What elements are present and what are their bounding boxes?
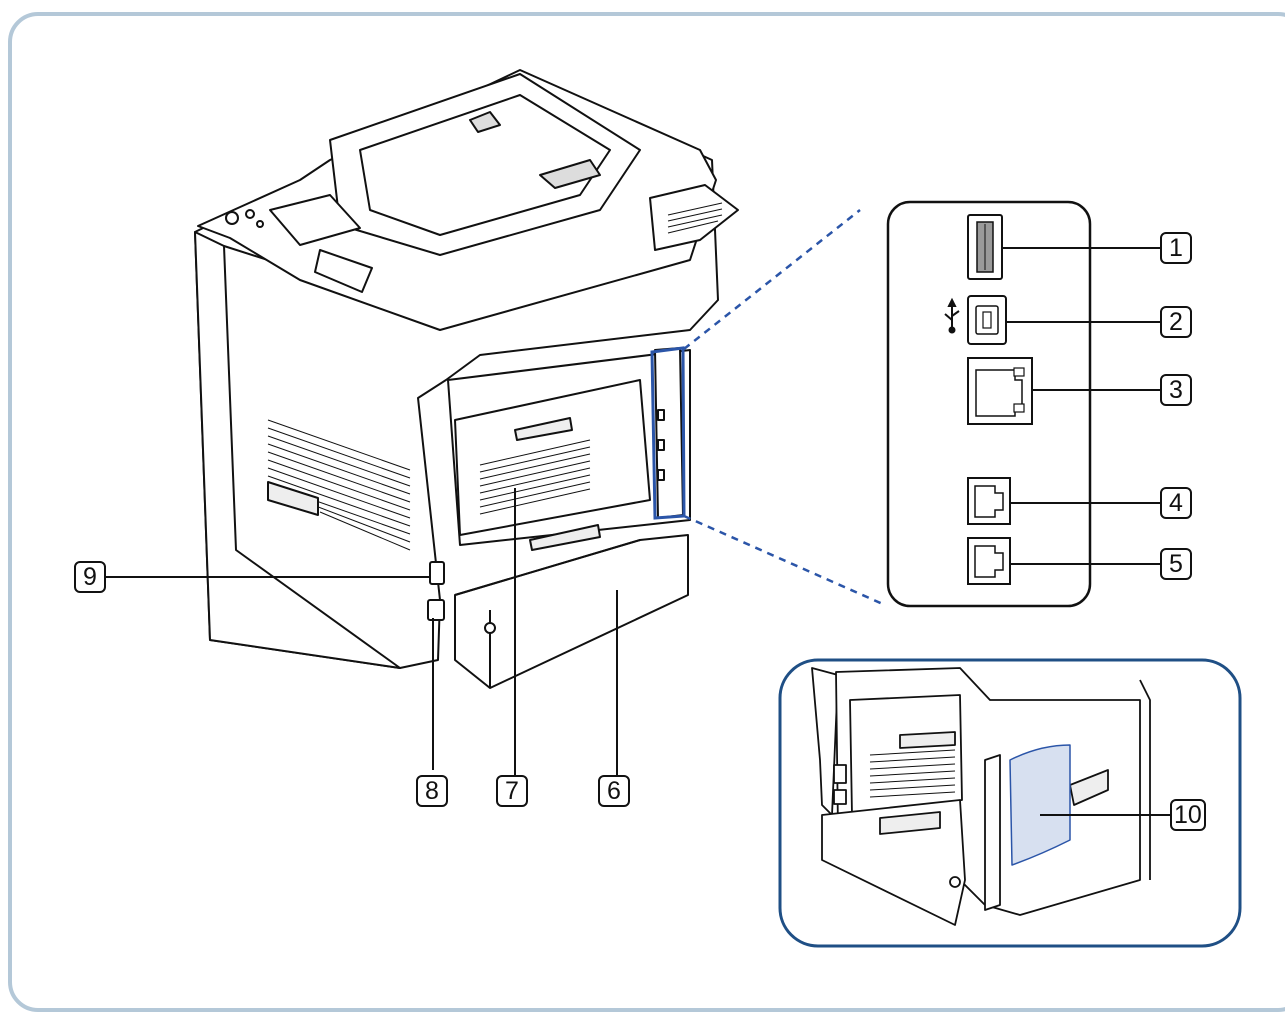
port-detail-box [886, 200, 1092, 608]
callout-4: 4 [1160, 487, 1192, 519]
zoom-lines [683, 209, 886, 607]
callout-6: 6 [598, 775, 630, 807]
leader-lines [106, 247, 1170, 816]
printer-rear-view [194, 69, 739, 689]
callout-9: 9 [74, 561, 106, 593]
callout-8: 8 [416, 775, 448, 807]
callout-10: 10 [1170, 799, 1206, 831]
optional-cover [1009, 744, 1071, 866]
callout-5: 5 [1160, 548, 1192, 580]
callout-3: 3 [1160, 374, 1192, 406]
callout-7: 7 [496, 775, 528, 807]
usb-symbol-icon [944, 297, 960, 334]
callout-2: 2 [1160, 306, 1192, 338]
inset-view [778, 658, 1242, 948]
callout-1: 1 [1160, 232, 1192, 264]
